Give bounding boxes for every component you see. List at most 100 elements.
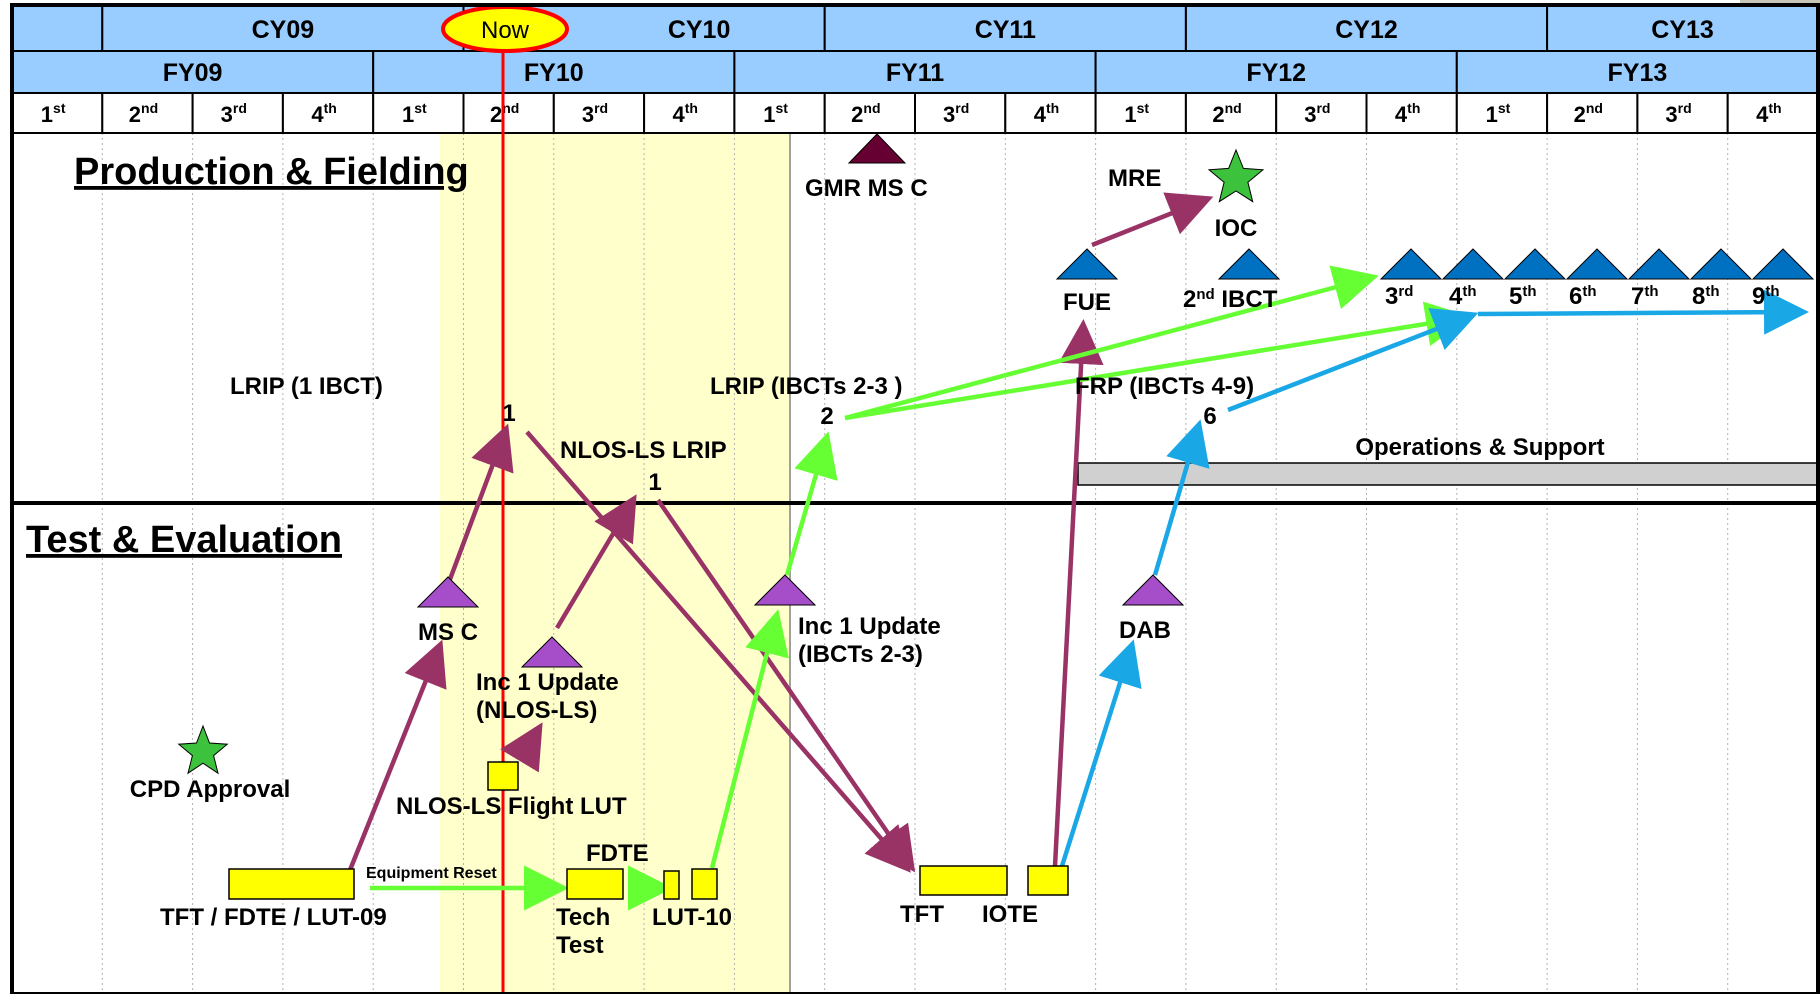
section-title-test: Test & Evaluation xyxy=(26,519,342,561)
arrow-inc1-to-lrip23 xyxy=(784,431,838,576)
fielding-label: 9th xyxy=(1752,283,1780,310)
dab-label: DAB xyxy=(1119,617,1171,644)
arrow-lrip23-to-3rd xyxy=(844,301,1471,421)
cy-header-cell-blank xyxy=(11,4,104,52)
arrow-tft-to-msc xyxy=(347,639,447,871)
fy-header-label: FY10 xyxy=(524,59,584,87)
cpd-star xyxy=(177,724,229,775)
fue-triangle xyxy=(1055,248,1119,280)
fielding-triangle xyxy=(1751,248,1815,280)
cy-header-label: CY10 xyxy=(668,16,731,44)
arrow-iote-to-dab xyxy=(1059,639,1142,867)
quarter-header-label: 4th xyxy=(311,100,336,127)
fdte-label: FDTE xyxy=(586,840,649,867)
quarter-header-label: 3rd xyxy=(1665,100,1691,127)
quarter-header-label: 3rd xyxy=(1304,100,1330,127)
section-title-production: Production & Fielding xyxy=(74,151,469,193)
quarter-header-cell xyxy=(1636,92,1729,134)
quarter-header-cell xyxy=(914,92,1007,134)
frp-count: 6 xyxy=(1203,403,1216,430)
arrow-lrip23-to-2nd xyxy=(844,265,1379,421)
quarter-header-cell xyxy=(1455,92,1549,134)
fielding-triangle xyxy=(1565,248,1629,280)
arrow-4th-to-9th xyxy=(1477,289,1809,335)
fy-header-label: FY12 xyxy=(1246,59,1306,87)
arrow-lut10-to-inc1 xyxy=(709,609,789,869)
ms-c-triangle xyxy=(416,576,480,608)
quarter-header-label: 2nd xyxy=(851,100,880,127)
fy-header-cell xyxy=(372,50,736,94)
tech-test-label-2: Test xyxy=(556,932,604,959)
ioc-star xyxy=(1207,148,1265,203)
lut10-box-a xyxy=(663,870,680,900)
arrow-fue-to-ioc xyxy=(1091,192,1214,248)
lrip1-count: 1 xyxy=(502,400,515,427)
cy-header-label: CY11 xyxy=(975,16,1036,44)
quarter-header-label: 1st xyxy=(41,100,66,127)
lut10-label: LUT-10 xyxy=(652,904,732,931)
ioc-label: IOC xyxy=(1215,215,1258,242)
inc1-ibct-triangle xyxy=(753,574,817,606)
nlos-flight-lut-label: NLOS-LS Flight LUT xyxy=(396,793,627,820)
fy-header-label: FY13 xyxy=(1608,59,1668,87)
arrow-flightlut-to-inc1 xyxy=(500,722,543,773)
fielding-triangle xyxy=(1689,248,1753,280)
quarter-header-label: 2nd xyxy=(129,100,158,127)
quarter-header-label: 1st xyxy=(402,100,427,127)
cy-header-cell xyxy=(1184,4,1549,52)
fielding-label: 6th xyxy=(1569,283,1597,310)
tft-label: TFT xyxy=(900,901,944,928)
fielding-label: 7th xyxy=(1631,283,1659,310)
mre-label: MRE xyxy=(1108,165,1161,192)
arrow-frp-to-4th xyxy=(1227,308,1479,413)
fue-label: FUE xyxy=(1063,289,1111,316)
quarter-header-label: 4th xyxy=(673,100,698,127)
cy-header-label: CY09 xyxy=(252,16,315,44)
nlos-lrip-count: 1 xyxy=(648,469,661,496)
quarter-header-label: 4th xyxy=(1395,100,1420,127)
arrow-iote-to-fue xyxy=(1052,319,1104,867)
ops-support-bar xyxy=(1077,462,1820,486)
quarter-header-cell xyxy=(1365,92,1458,134)
arrow-dab-to-frp xyxy=(1152,419,1210,576)
arrows xyxy=(347,192,1809,911)
tft-box xyxy=(919,865,1008,896)
gmr-ms-c-label: GMR MS C xyxy=(805,175,928,202)
cy-header-label: CY13 xyxy=(1651,16,1714,44)
lrip23-count: 2 xyxy=(820,403,833,430)
quarter-header-cell xyxy=(552,92,646,134)
quarter-header-cell xyxy=(1184,92,1278,134)
tft-fdte-lut09-box xyxy=(228,868,355,900)
iote-label: IOTE xyxy=(982,901,1038,928)
fielding-label: 5th xyxy=(1509,283,1537,310)
quarter-header-cell xyxy=(733,92,826,134)
iote-box xyxy=(1027,865,1069,896)
quarter-header-label: 3rd xyxy=(943,100,969,127)
now-badge-label: Now xyxy=(481,17,530,44)
nlos-flight-lut-box xyxy=(487,761,519,791)
arrow-nloslrip-to-tft xyxy=(656,498,916,873)
fy-header-cell xyxy=(1455,50,1820,94)
ms-c-label: MS C xyxy=(418,619,478,646)
quarter-header-label: 1st xyxy=(1124,100,1149,127)
tech-test-box xyxy=(566,868,624,900)
lrip1-label: LRIP (1 IBCT) xyxy=(230,373,383,400)
quarter-header-label: 4th xyxy=(1756,100,1781,127)
quarter-header-label: 3rd xyxy=(582,100,608,127)
quarter-header-label: 2nd xyxy=(1212,100,1241,127)
quarter-header-cell xyxy=(1094,92,1187,134)
equipment-reset-label: Equipment Reset xyxy=(366,865,497,882)
quarter-header-cell xyxy=(643,92,736,134)
quarter-header-cell xyxy=(823,92,917,134)
inc1-ibct-label-1: Inc 1 Update xyxy=(798,613,941,640)
fielding-triangle xyxy=(1379,248,1443,280)
inc1-nlos-triangle xyxy=(520,636,584,668)
nlos-lrip-label: NLOS-LS LRIP xyxy=(560,437,727,464)
quarter-header-cell xyxy=(1275,92,1368,134)
dab-triangle xyxy=(1121,574,1185,606)
fielding-triangle xyxy=(1503,248,1567,280)
